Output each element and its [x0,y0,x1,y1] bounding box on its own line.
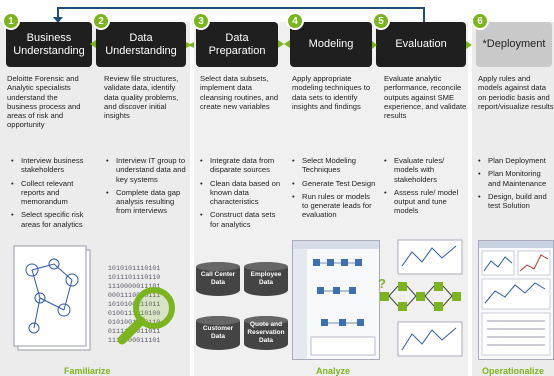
evaluation-flow-illustration: ? [378,239,463,357]
list-item: Generate Test Design [290,179,376,189]
list-item: Select Modeling Techniques [290,156,376,175]
phase-box-data-preparation[interactable]: Data Preparation [196,22,278,67]
description-data-understanding: Review file structures, validate data, i… [104,74,179,121]
list-item: Clean data based on known data character… [198,179,284,207]
list-item: Integrate data from disparate sources [198,156,284,175]
list-item: Design, build and test Solution [476,192,554,211]
bullet-list-evaluation: Evaluate rules/ models with stakeholders… [382,156,470,220]
phase-label-analyze: Analyze [316,366,351,376]
database-icon-customer: Customer Data [196,316,240,350]
feedback-loop-arrow [53,7,425,23]
phase-box-modeling[interactable]: Modeling [290,22,372,67]
phase-connector-arrows [90,40,472,49]
phase-box-deployment[interactable]: *Deployment [476,22,552,67]
bullet-list-deployment: Plan Deployment Plan Monitoring and Main… [476,156,554,214]
list-item: Interview IT group to understand data an… [104,156,186,184]
list-item: Interview business stakeholders [9,156,89,175]
phase-label-operationalize: Operationalize [482,366,545,376]
phase-box-evaluation[interactable]: Evaluation [376,22,466,67]
bullet-list-business-understanding: Interview business stakeholders Collect … [9,156,89,233]
step-number-6: 6 [471,12,489,30]
step-number-1: 1 [2,12,20,30]
description-business-understanding: Deloitte Forensic and Analytic specialis… [7,74,81,130]
description-data-preparation: Select data subsets, implement data clea… [200,74,279,111]
modeling-workflow-graphic [293,241,379,359]
phase-box-business-understanding[interactable]: Business Understanding [6,22,92,67]
list-item: Select specific risk areas for analytics [9,210,89,229]
step-number-5: 5 [372,12,390,30]
modeling-software-screenshot [292,240,380,360]
bullet-list-data-preparation: Integrate data from disparate sources Cl… [198,156,284,233]
phase-box-data-understanding[interactable]: Data Understanding [96,22,186,67]
list-item: Complete data gap analysis resulting fro… [104,188,186,216]
step-number-4: 4 [286,12,304,30]
step-number-3: 3 [192,12,210,30]
list-item: Plan Monitoring and Maintenance [476,169,554,188]
database-icon-employee: Employee Data [244,262,288,296]
phase-label-familiarize: Familiarize [64,366,111,376]
database-icon-quote-reservation: Quote and Reservation Data [244,316,288,350]
description-evaluation: Evaluate analytic performance, reconcile… [384,74,467,121]
svg-text:?: ? [378,276,386,291]
bullet-list-modeling: Select Modeling Techniques Generate Test… [290,156,376,224]
list-item: Collect relevant reports and memorandum [9,179,89,207]
list-item: Construct data sets for analytics [198,210,284,229]
dashboard-charts-graphic [479,241,553,356]
bullet-list-data-understanding: Interview IT group to understand data an… [104,156,186,220]
list-item: Assess rule/ model output and tune model… [382,188,470,216]
list-item: Plan Deployment [476,156,554,166]
database-icon-call-center: Call Center Data [196,262,240,296]
step-number-2: 2 [92,12,110,30]
magnifier-icon [117,287,175,345]
process-map-illustration [13,245,91,351]
dashboard-screenshot [478,240,554,360]
list-item: Evaluate rules/ models with stakeholders [382,156,470,184]
list-item: Run rules or models to generate leads fo… [290,192,376,220]
description-deployment: Apply rules and models against data on p… [478,74,554,111]
description-modeling: Apply appropriate modeling techniques to… [292,74,371,111]
